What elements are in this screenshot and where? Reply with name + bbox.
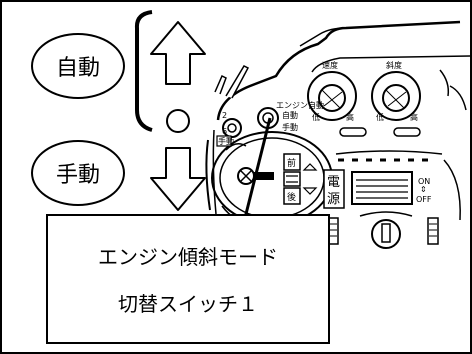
callout-line-2: 切替スイッチ１ bbox=[118, 292, 258, 316]
pad-down-label: 後 bbox=[287, 191, 296, 203]
auto-label: 自動 bbox=[55, 56, 100, 81]
knob-left-low: 低 bbox=[312, 112, 320, 122]
knob-left-high: 高 bbox=[346, 112, 354, 122]
knob-right-high: 高 bbox=[410, 112, 418, 122]
on-off-arrow-icon: ⇕ bbox=[420, 185, 427, 194]
knob-right-label: 斜度 bbox=[386, 60, 402, 70]
down-arrow-icon bbox=[150, 147, 206, 211]
power-label-1: 電 bbox=[327, 175, 340, 190]
bracket bbox=[134, 10, 153, 132]
knob-right-low: 低 bbox=[376, 112, 384, 122]
pad-up-label: 前 bbox=[287, 157, 296, 169]
switch-label-bot: 手動 bbox=[282, 122, 298, 132]
auto-label-bubble: 自動 bbox=[31, 33, 125, 99]
knob-left-label: 速度 bbox=[322, 60, 338, 70]
switch-label-top: エンジン自動 bbox=[276, 100, 324, 110]
transmitter-illustration bbox=[205, 20, 471, 249]
manual-label: 手動 bbox=[55, 163, 100, 188]
up-arrow-icon bbox=[150, 21, 206, 85]
left-switch-digit-b: 6 bbox=[222, 127, 227, 136]
manual-label-bubble: 手動 bbox=[31, 140, 125, 206]
power-label-2: 源 bbox=[327, 192, 340, 207]
left-switch-digit-a: 2 bbox=[222, 111, 227, 120]
off-label: OFF bbox=[416, 195, 432, 204]
left-switch-label: 手動 bbox=[218, 136, 234, 146]
switch-label-mid: 自動 bbox=[282, 110, 298, 120]
callout-box: エンジン傾斜モード 切替スイッチ１ bbox=[46, 214, 330, 344]
callout-line-1: エンジン傾斜モード bbox=[98, 245, 278, 269]
neutral-circle-icon bbox=[166, 109, 190, 133]
on-label: ON bbox=[418, 177, 430, 186]
